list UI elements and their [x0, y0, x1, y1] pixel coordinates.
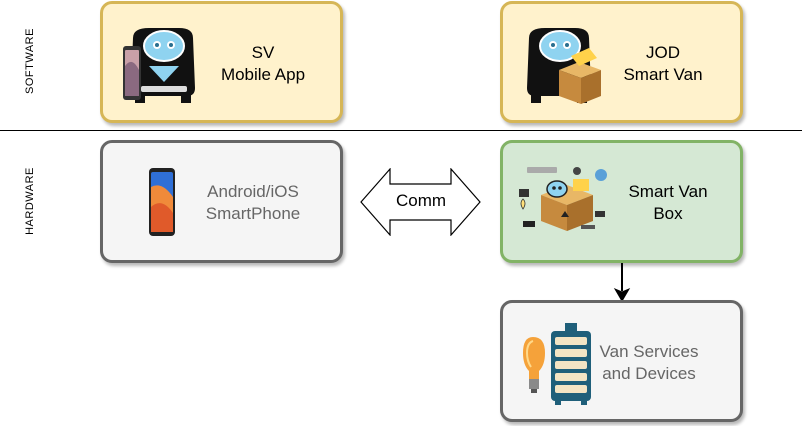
- robot-van-package-icon: [527, 28, 601, 104]
- van-services-node[interactable]: Van Services and Devices: [500, 300, 743, 422]
- down-arrow-connector[interactable]: [612, 263, 632, 303]
- smart-van-box-line2: Box: [653, 204, 683, 223]
- lane-label-hardware: HARDWARE: [24, 167, 36, 235]
- sv-mobile-app-line2: Mobile App: [220, 65, 306, 84]
- robot-van-phone-icon: [123, 28, 195, 103]
- lane-label-software: SOFTWARE: [24, 28, 36, 94]
- lane-divider: [0, 130, 802, 131]
- van-services-line1: Van Services: [599, 342, 699, 361]
- van-services-line2: and Devices: [602, 364, 696, 383]
- smartphone-icon: [149, 168, 175, 236]
- comm-double-arrow[interactable]: [360, 168, 482, 236]
- jod-smart-van-line2: Smart Van: [623, 65, 703, 84]
- smart-van-box-line1: Smart Van: [628, 182, 708, 201]
- comm-label: Comm: [395, 191, 447, 210]
- smartphone-line1: Android/iOS: [207, 182, 299, 201]
- smartphone-line2: SmartPhone: [205, 204, 301, 223]
- smart-box-icon: [519, 167, 607, 231]
- sv-mobile-app-node[interactable]: SV Mobile App: [100, 1, 343, 123]
- jod-smart-van-node[interactable]: JOD Smart Van: [500, 1, 743, 123]
- bulb-and-rack-icon: [523, 323, 591, 405]
- sv-mobile-app-line1: SV: [251, 43, 275, 62]
- jod-smart-van-line1: JOD: [646, 43, 680, 62]
- smart-van-box-node[interactable]: Smart Van Box: [500, 140, 743, 263]
- smartphone-node[interactable]: Android/iOS SmartPhone: [100, 140, 343, 263]
